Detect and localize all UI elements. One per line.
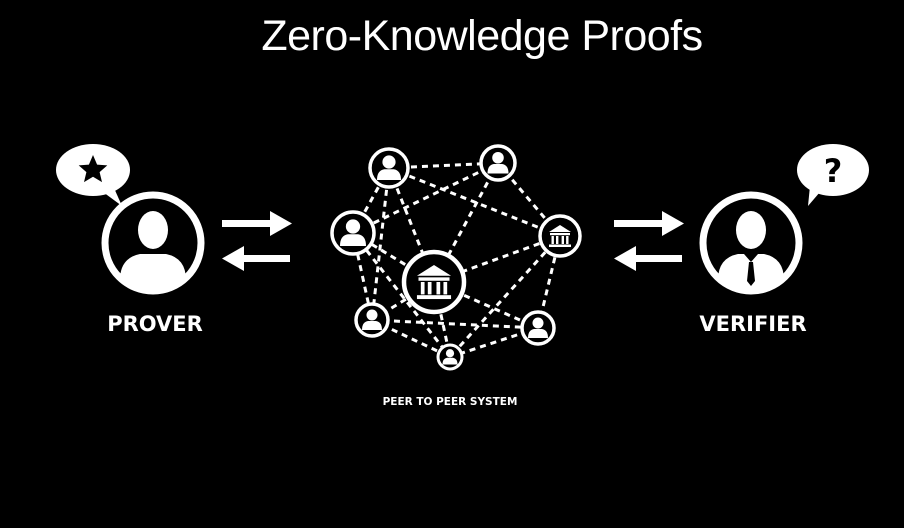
star-icon [78, 155, 108, 183]
node-person-bottom [436, 343, 464, 371]
peer-network [330, 144, 582, 371]
verifier-label: VERIFIER [699, 312, 807, 336]
page-title: Zero-Knowledge Proofs [261, 12, 703, 60]
arrow-right-icon [222, 211, 292, 236]
prover-person-icon [120, 211, 186, 290]
arrow-left-icon [614, 246, 682, 271]
question-mark-icon: ? [824, 152, 843, 190]
arrow-right-icon [614, 211, 684, 236]
verifier-person-icon [718, 211, 784, 290]
node-person-top-left [368, 147, 410, 189]
node-person-bottom-right [520, 310, 556, 346]
verifier-avatar [699, 191, 803, 295]
arrow-left-icon [222, 246, 290, 271]
prover-label: PROVER [107, 312, 203, 336]
node-bank-center [401, 249, 467, 315]
verifier-speech-bubble: ? [797, 144, 869, 206]
prover-arrows [222, 211, 292, 271]
network-label: PEER TO PEER SYSTEM [382, 396, 518, 408]
prover-speech-bubble [56, 144, 130, 206]
verifier-arrows [614, 211, 684, 271]
node-person-bottom-left [354, 302, 390, 338]
prover-avatar [101, 191, 205, 295]
node-person-left [330, 210, 376, 256]
node-bank-right [538, 214, 582, 258]
node-person-top-right [479, 144, 517, 182]
